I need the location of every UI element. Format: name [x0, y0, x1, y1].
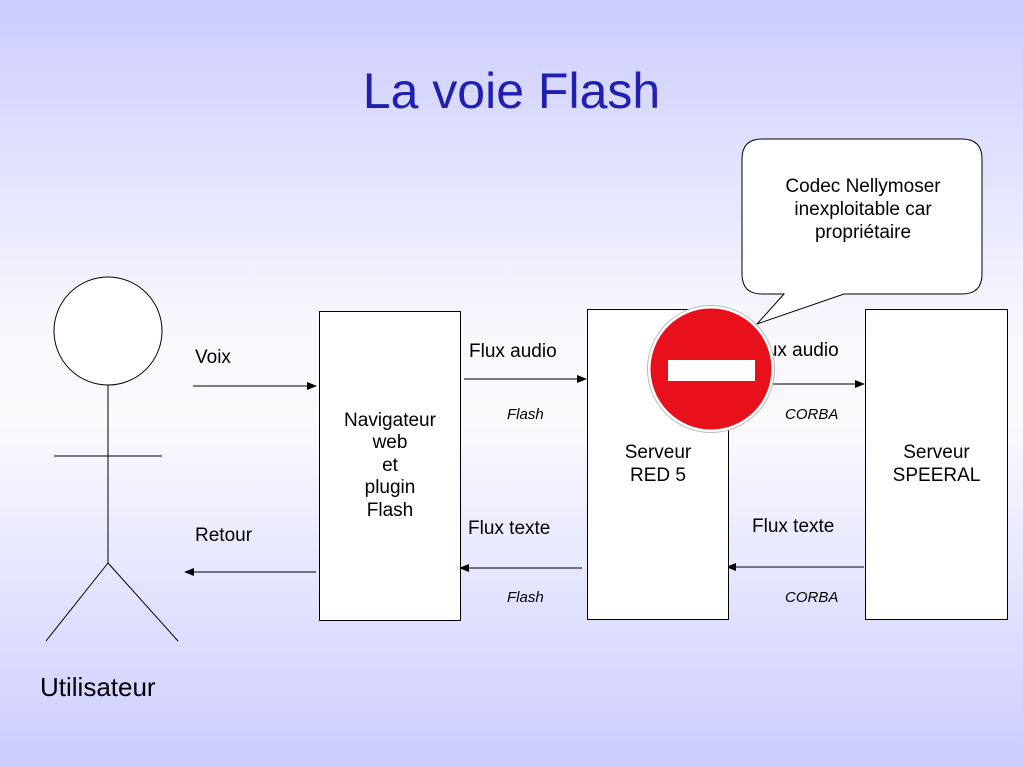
- browser-label: Navigateur web et plugin Flash: [344, 409, 436, 521]
- voix-label: Voix: [195, 347, 231, 368]
- slide-title: La voie Flash: [362, 63, 661, 119]
- flash-protocol-1-label: Flash: [507, 406, 544, 423]
- flux-texte-1-label: Flux texte: [468, 518, 551, 539]
- callout-text: Codec Nellymoser inexploitable car propr…: [785, 176, 941, 243]
- flux-audio-1-label: Flux audio: [469, 341, 557, 362]
- user-label: Utilisateur: [40, 672, 156, 702]
- speeral-server-box: Serveur SPEERAL: [865, 309, 1008, 620]
- user-stick-figure: [45, 276, 179, 642]
- user-right-leg: [107, 562, 179, 642]
- speeral-server-label: Serveur SPEERAL: [892, 442, 981, 486]
- user-head: [53, 276, 163, 386]
- corba-protocol-1-label: CORBA: [785, 406, 839, 423]
- browser-box: Navigateur web et plugin Flash: [319, 311, 461, 621]
- red5-server-box: Serveur RED 5: [587, 309, 729, 620]
- user-left-leg: [45, 562, 109, 642]
- flash-protocol-2-label: Flash: [507, 589, 544, 606]
- flux-audio-2-label: Flux audio: [751, 340, 839, 361]
- retour-label: Retour: [195, 525, 253, 546]
- flux-texte-2-label: Flux texte: [752, 516, 835, 537]
- corba-protocol-2-label: CORBA: [785, 589, 839, 606]
- red5-server-label: Serveur RED 5: [624, 442, 692, 486]
